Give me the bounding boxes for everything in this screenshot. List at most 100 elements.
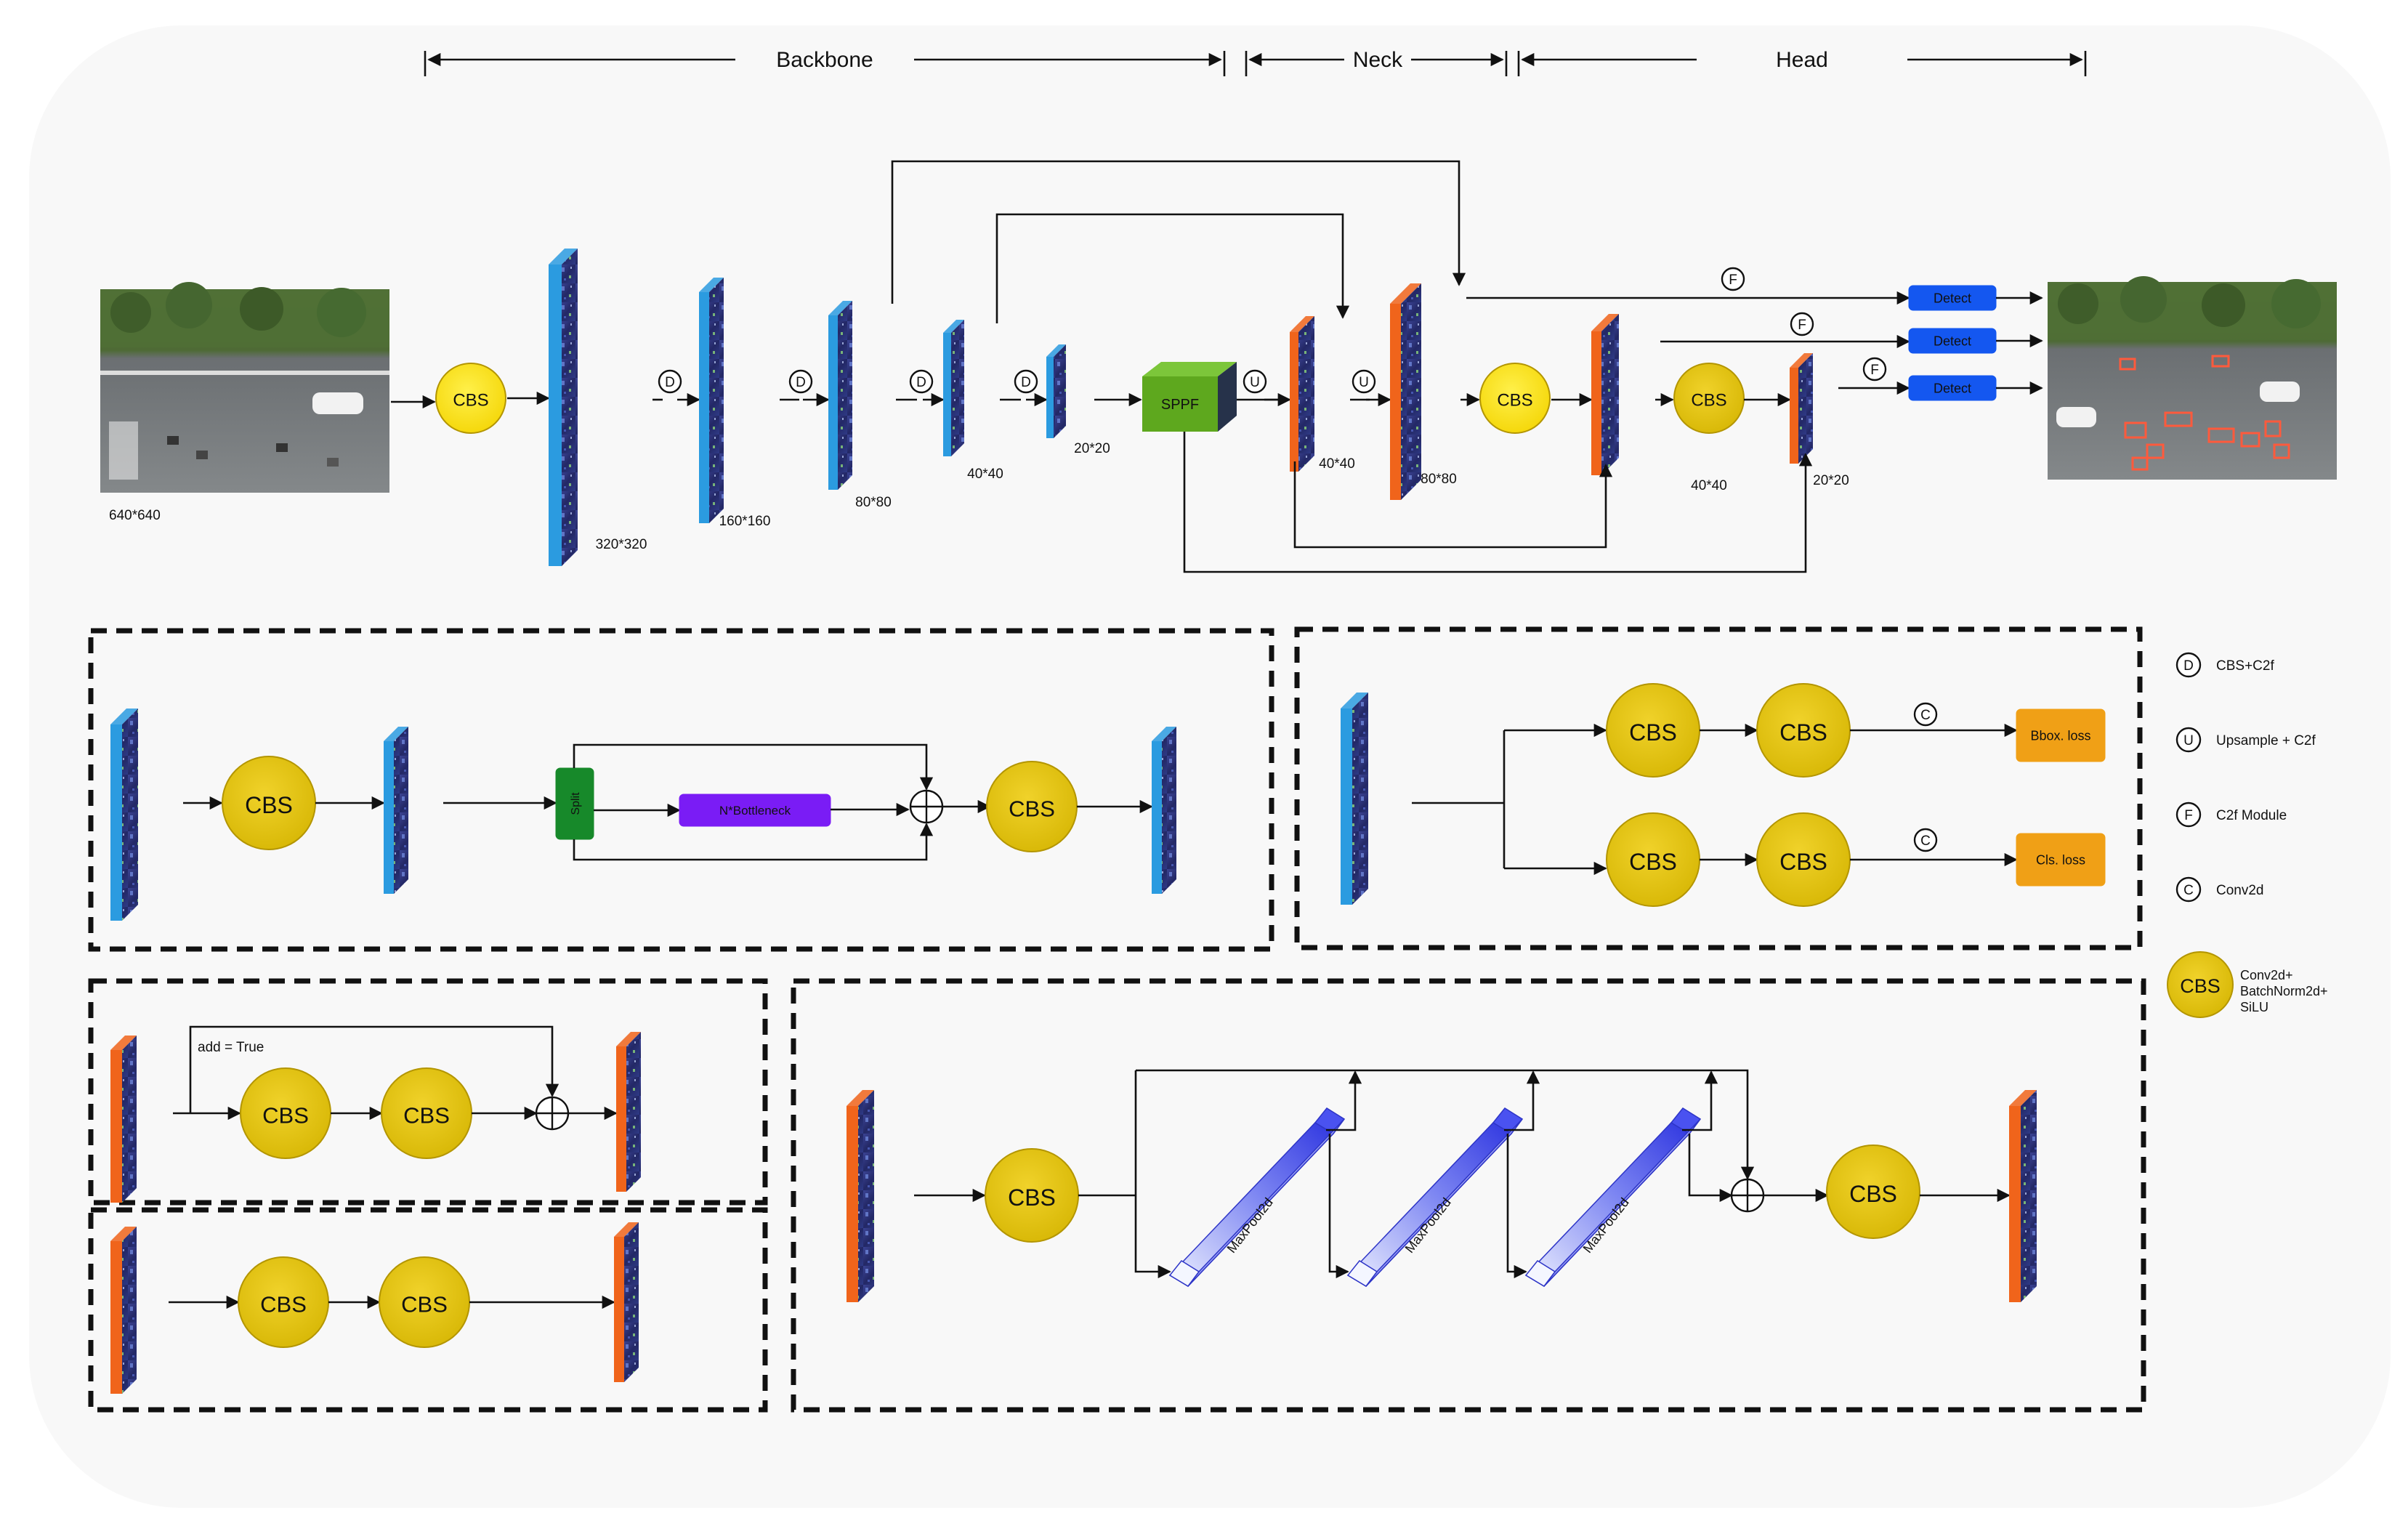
detect-block-2-label: Detect (1934, 334, 1971, 348)
detect-block-2: Detect (1908, 328, 1997, 354)
c2f-cbs-2: CBS (986, 761, 1078, 852)
dashed-box-bottleneck-add (88, 978, 768, 1206)
dashed-box-bottleneck (88, 1207, 768, 1413)
cbs-label: CBS (1629, 849, 1677, 875)
legend-item-u: U Upsample + C2f (2175, 727, 2316, 753)
op-symbol: D (796, 375, 806, 390)
cbs-label: CBS (1691, 391, 1726, 411)
legend-symbol: C (2183, 883, 2194, 898)
sppf-concat-node (1730, 1178, 1765, 1213)
detect-block-3: Detect (1908, 375, 1997, 401)
detect-block-1: Detect (1908, 285, 1997, 311)
cbs-label: CBS (403, 1103, 450, 1129)
cbs-label: CBS (1779, 849, 1827, 875)
legend-item-d: D CBS+C2f (2175, 652, 2274, 678)
op-symbol: D (916, 375, 926, 390)
dashed-box-sppf (791, 978, 2146, 1413)
feature-map-neck-40 (1290, 316, 1314, 472)
diagram-elements: CBS320*320D160*160D80*80D40*40D20*20SPPF… (88, 160, 2328, 1413)
skip-connection-sppf-head-20 (1183, 432, 1813, 573)
op-u-1: U (1243, 369, 1267, 394)
maxpool-3: MaxPool2d (1524, 1107, 1702, 1287)
add-true-label: add = True (198, 1040, 264, 1055)
legend-symbol: CBS (2180, 975, 2221, 997)
bbox-loss-block-label: Bbox. loss (2030, 728, 2090, 743)
split-block: Split (555, 767, 594, 840)
legend-item-f: F C2f Module (2175, 802, 2287, 828)
head-cbs-box-1: CBS (1606, 683, 1700, 778)
op-symbol: F (1870, 363, 1879, 378)
feature-map-head-40 (1591, 314, 1619, 475)
feature-map-80 (828, 301, 852, 490)
bottleneck-block-label: N*Bottleneck (719, 804, 791, 818)
input-image (100, 282, 389, 493)
head-cbs-cls-1: CBS (1606, 812, 1700, 907)
legend-text: C2f Module (2216, 808, 2287, 823)
dashed-box-c2f (88, 628, 1274, 952)
connector-arrow (1688, 1134, 1733, 1203)
op-symbol: F (1798, 318, 1806, 333)
size-label-20: 20*20 (1074, 441, 1110, 456)
size-label-320: 320*320 (596, 537, 647, 552)
cbs-label: CBS (260, 1292, 307, 1317)
cbs-label: CBS (1629, 719, 1677, 746)
output-image-with-detections (2048, 276, 2337, 480)
sppf-block: SPPF (1142, 362, 1237, 432)
feature-map-160 (699, 278, 724, 523)
cbs-label: CBS (1849, 1181, 1897, 1207)
cbs-head-1: CBS (1479, 363, 1551, 434)
size-label-head-40: 40*40 (1691, 478, 1727, 493)
legend-text: Conv2d+ (2240, 968, 2293, 982)
op-u-2: U (1352, 369, 1376, 394)
bbox-loss-block: Bbox. loss (2016, 709, 2106, 762)
legend-text: BatchNorm2d+ (2240, 984, 2328, 998)
legend-symbol: D (2183, 658, 2194, 674)
op-f-2: F (1790, 312, 1814, 336)
op-symbol: C (1920, 708, 1931, 723)
section-backbone: Backbone (776, 48, 873, 72)
connector-arrow (1328, 1134, 1349, 1279)
detect-block-1-label: Detect (1934, 291, 1971, 305)
feature-map-head-20 (1790, 353, 1813, 464)
op-d-4: D (1014, 369, 1038, 394)
cbs-head-2: CBS (1673, 363, 1745, 434)
feature-map-20 (1046, 344, 1066, 438)
bottleneck-add-node (535, 1096, 570, 1131)
op-c-cls: C (1913, 828, 1938, 852)
size-label-head-20: 20*20 (1813, 473, 1849, 488)
head-cbs-box-2: CBS (1756, 683, 1851, 778)
skip-connection-neck-head-40 (1293, 461, 1613, 549)
bottleneck-cbs-1: CBS (238, 1256, 329, 1348)
dashed-box-detect-head (1294, 626, 2143, 950)
feature-map-40 (943, 320, 964, 456)
detect-block-3-label: Detect (1934, 381, 1971, 395)
op-f-1: F (1721, 267, 1745, 291)
connector-arrow (1506, 1134, 1527, 1279)
legend-symbol: U (2183, 733, 2194, 748)
c2f-cbs-1: CBS (222, 756, 316, 850)
sppf-input-feature (847, 1090, 874, 1302)
connector-arrow (1682, 1070, 1718, 1131)
cbs-stem: CBS (435, 363, 506, 434)
feature-map-320 (549, 249, 578, 566)
size-label-40: 40*40 (967, 467, 1003, 482)
size-label-160: 160*160 (719, 514, 771, 529)
connector-arrow (1136, 1069, 1755, 1180)
c2f-output-feature (1152, 727, 1176, 894)
legend-text: Conv2d (2216, 883, 2264, 898)
op-d-1: D (658, 369, 682, 394)
legend-text: CBS+C2f (2216, 658, 2274, 674)
op-symbol: C (1920, 833, 1931, 849)
legend-item-c: C Conv2d (2175, 876, 2264, 903)
section-head: Head (1776, 48, 1828, 72)
legend-text: Upsample + C2f (2216, 733, 2316, 748)
legend-symbol: F (2184, 808, 2193, 823)
bottleneck-residual (189, 1025, 559, 1113)
section-neck: Neck (1353, 48, 1403, 72)
cbs-label: CBS (453, 391, 488, 411)
sppf-cbs-2: CBS (1826, 1145, 1920, 1239)
op-f-3: F (1862, 357, 1887, 382)
cbs-label: CBS (401, 1292, 448, 1317)
c2f-mid-feature (384, 727, 408, 894)
